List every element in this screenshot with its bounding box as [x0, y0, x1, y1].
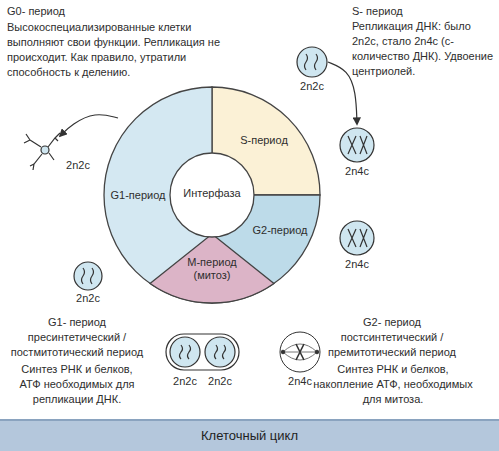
annotation: Синтез РНК и белков, накопление АТФ, нео…	[307, 362, 479, 407]
neuron-icon	[24, 133, 60, 170]
annotation: Репликация ДНК: было 2n2c, стало 2n4c (с…	[352, 19, 497, 79]
phase-name: M-период (митоз)	[182, 256, 242, 282]
cell-g1-left	[74, 262, 102, 290]
phase-label: Интерфаза	[174, 187, 250, 200]
daughter-cells	[166, 334, 239, 370]
phase-label: M-период (митоз)	[182, 256, 242, 282]
phase-name: G1-период	[103, 189, 173, 202]
annotation: Высокоспециализированные клетки выполняю…	[7, 20, 242, 80]
cell-mitosis	[280, 332, 320, 372]
annotation: G0- период	[7, 4, 237, 19]
m-segment	[150, 234, 274, 303]
phase-name: S-период	[229, 134, 299, 147]
annotation: Синтез РНК и белков, АТФ необходимых для…	[12, 362, 142, 407]
cell-s	[340, 128, 374, 162]
title-band: Клеточный цикл	[0, 420, 499, 451]
annotation: G1- период пресинтетический / постмитоти…	[2, 315, 152, 360]
phase-label: S-период	[229, 134, 299, 147]
cell-g1	[297, 47, 327, 77]
phase-name: Интерфаза	[174, 187, 250, 200]
cell-g2	[340, 221, 374, 255]
phase-label: G2-период	[247, 224, 313, 237]
annotation: 2n2c	[292, 79, 332, 94]
phase-label: G1-период	[103, 189, 173, 202]
interphase-circle	[170, 153, 254, 237]
cycle-ring	[104, 87, 320, 303]
title-band	[0, 420, 499, 451]
annotation: 2n2c	[58, 158, 98, 173]
annotation: S- период	[352, 4, 497, 19]
annotation: G2- период постсинтетический / премитоти…	[317, 315, 467, 360]
annotation: 2n4c	[337, 257, 377, 272]
phase-name: G2-период	[247, 224, 313, 237]
band-edge	[0, 419, 499, 421]
title: Клеточный цикл	[201, 428, 298, 443]
annotation: 2n4c	[337, 164, 377, 179]
cycle-arrow	[60, 115, 118, 136]
annotation: 2n2c	[165, 374, 205, 389]
annotation: 2n2c	[200, 374, 240, 389]
annotation: 2n2c	[68, 291, 108, 306]
